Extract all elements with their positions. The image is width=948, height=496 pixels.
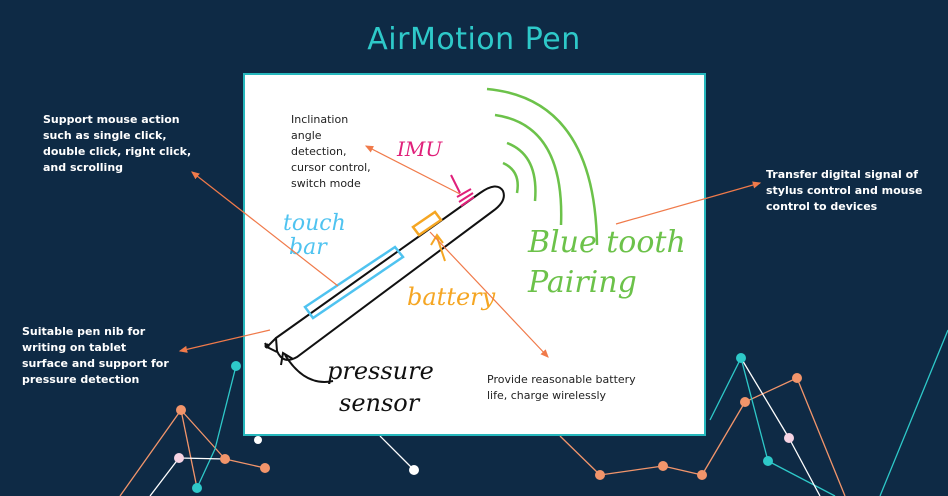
bluetooth-label-2: Pairing [528,265,637,300]
pen-sketch [264,87,599,383]
page-title: AirMotion Pen [367,22,581,57]
imu-marker [456,188,475,207]
pen-nib-note: Suitable pen nib for writing on tablet s… [22,325,169,386]
bluetooth-label-1: Blue tooth [528,225,686,260]
mouse-action-note: Support mouse action such as single clic… [43,113,192,174]
pressure-label-1: pressure [327,357,434,385]
bluetooth-waves [486,87,599,246]
touch-label-1: touch [283,211,346,236]
battery-note: Provide reasonable battery life, charge … [487,373,636,402]
imu-label: IMU [397,137,443,161]
pressure-curve [284,354,334,383]
inclination-note: Inclination angle detection, cursor cont… [291,113,371,190]
pen-body [274,185,505,361]
battery-label: battery [407,283,496,311]
pen-tip [264,343,270,349]
touch-label-2: bar [289,235,327,260]
sketch-panel: IMU touch bar battery Blue tooth Pairing… [243,73,706,436]
bluetooth-note: Transfer digital signal of stylus contro… [766,168,923,213]
touch-bar-outline [303,245,405,320]
pressure-label-2: sensor [339,389,420,417]
battery-outline [411,210,443,237]
